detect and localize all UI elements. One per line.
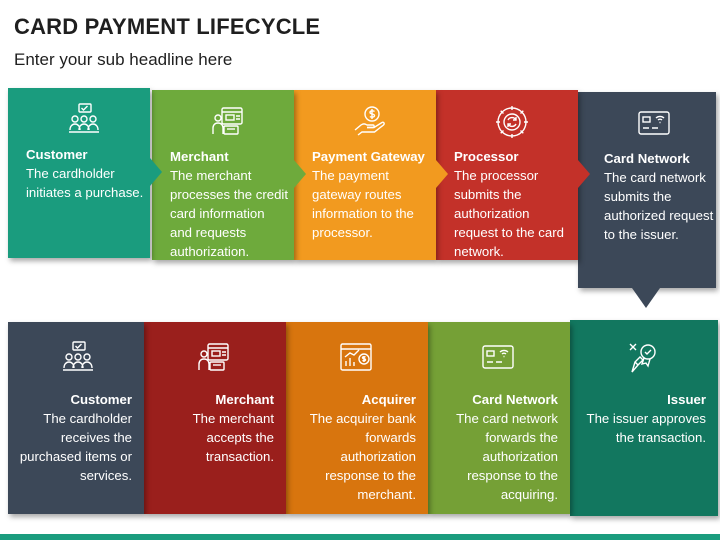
customers-icon — [60, 340, 96, 376]
step-description: The merchant accepts the transaction. — [192, 411, 274, 464]
bottom-step-issuer: Issuer The issuer approves the transacti… — [570, 320, 718, 516]
arrow-notch — [578, 160, 590, 188]
step-name: Merchant — [215, 392, 274, 407]
payment-hand-icon — [352, 104, 388, 140]
card-wifi-icon — [636, 106, 672, 142]
top-step-processor: Processor The processor submits the auth… — [436, 90, 578, 260]
page-title: CARD PAYMENT LIFECYCLE — [14, 14, 321, 39]
step-description: The payment gateway routes information t… — [312, 168, 414, 240]
merchant-icon — [196, 340, 232, 376]
bottom-step-acquirer: Acquirer The acquirer bank forwards auth… — [286, 322, 428, 514]
page-subtitle: Enter your sub headline here — [14, 50, 233, 69]
step-name: Acquirer — [361, 392, 416, 407]
step-name: Customer — [26, 147, 88, 162]
top-step-customer: Customer The cardholder initiates a purc… — [8, 88, 150, 258]
top-step-payment-gateway: Payment Gateway The payment gateway rout… — [294, 90, 436, 260]
customers-icon — [66, 102, 102, 138]
step-description: The cardholder initiates a purchase. — [26, 166, 144, 200]
footer-accent-bar — [0, 534, 720, 540]
step-description: The merchant processes the credit card i… — [170, 168, 289, 259]
step-description: The issuer approves the transaction. — [586, 411, 706, 445]
step-name: Payment Gateway — [312, 149, 425, 164]
top-step-merchant: Merchant The merchant processes the cred… — [152, 90, 294, 260]
step-name: Customer — [70, 392, 132, 407]
acquirer-chart-icon — [338, 340, 374, 376]
bottom-step-customer: Customer The cardholder receives the pur… — [8, 322, 144, 514]
step-name: Merchant — [170, 149, 229, 164]
arrow-down-notch — [632, 288, 660, 308]
processor-gear-icon — [494, 104, 530, 140]
bottom-step-card-network: Card Network The card network forwards t… — [428, 322, 570, 514]
card-wifi-icon — [480, 340, 516, 376]
step-description: The cardholder receives the purchased it… — [19, 411, 132, 483]
step-name: Card Network — [472, 392, 558, 407]
arrow-notch — [150, 158, 162, 186]
bottom-step-merchant: Merchant The merchant accepts the transa… — [144, 322, 286, 514]
step-description: The processor submits the authorization … — [454, 168, 564, 259]
merchant-icon — [210, 104, 246, 140]
step-description: The card network submits the authorized … — [604, 170, 714, 242]
step-name: Processor — [454, 149, 519, 164]
issuer-badge-icon — [626, 340, 662, 376]
arrow-notch — [436, 160, 448, 188]
step-description: The acquirer bank forwards authorization… — [309, 411, 416, 502]
step-description: The card network forwards the authorizat… — [456, 411, 558, 502]
top-step-card-network: Card Network The card network submits th… — [578, 92, 716, 288]
arrow-notch — [294, 160, 306, 188]
step-name: Issuer — [667, 392, 706, 407]
step-name: Card Network — [604, 151, 690, 166]
